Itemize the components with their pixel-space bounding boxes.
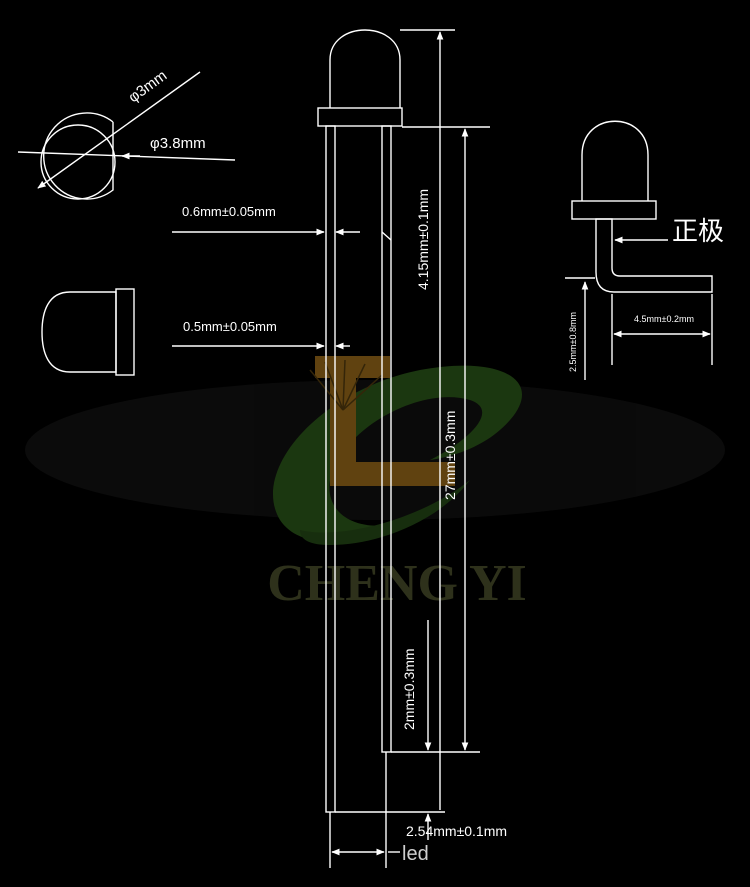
top-view-inner-circle — [40, 124, 116, 200]
bent-view — [571, 120, 713, 293]
watermark-swoosh-lower — [300, 480, 470, 545]
watermark-rays — [309, 359, 383, 411]
bent-lead — [595, 218, 713, 293]
watermark-brand-text: CHENG YI — [267, 555, 527, 612]
side-view-dome — [41, 291, 117, 373]
dia3-label: φ3mm — [125, 67, 170, 106]
top-view — [17, 71, 236, 200]
watermark-background-band — [25, 380, 725, 520]
side-view-flange — [115, 288, 135, 376]
lead-length-label: 27mm±0.3mm — [442, 411, 458, 500]
led-flange — [317, 107, 403, 127]
dia3-leader — [37, 71, 201, 189]
led-dome — [329, 29, 401, 108]
anode-label: 正极 — [672, 216, 724, 246]
bend-length-label: 4.5mm±0.2mm — [634, 314, 694, 324]
lead-kink — [381, 231, 392, 241]
pin-thickness-label: 0.6mm±0.05mm — [182, 204, 276, 219]
watermark-logo: CHENG YI — [25, 356, 725, 612]
pin-width-label: 0.5mm±0.05mm — [183, 319, 277, 334]
bend-height-label: 2.5mm±0.8mm — [568, 312, 578, 372]
body-height-label: 4.15mm±0.1mm — [415, 189, 431, 290]
dia3-8-label: φ3.8mm — [150, 135, 206, 152]
bent-flange — [571, 200, 657, 220]
gap-label: 2mm±0.3mm — [401, 648, 417, 730]
top-view-flange-outline — [42, 112, 114, 200]
watermark-site-text: led — [402, 843, 429, 865]
bent-dome — [581, 120, 649, 201]
pitch-label: 2.54mm±0.1mm — [406, 823, 507, 839]
